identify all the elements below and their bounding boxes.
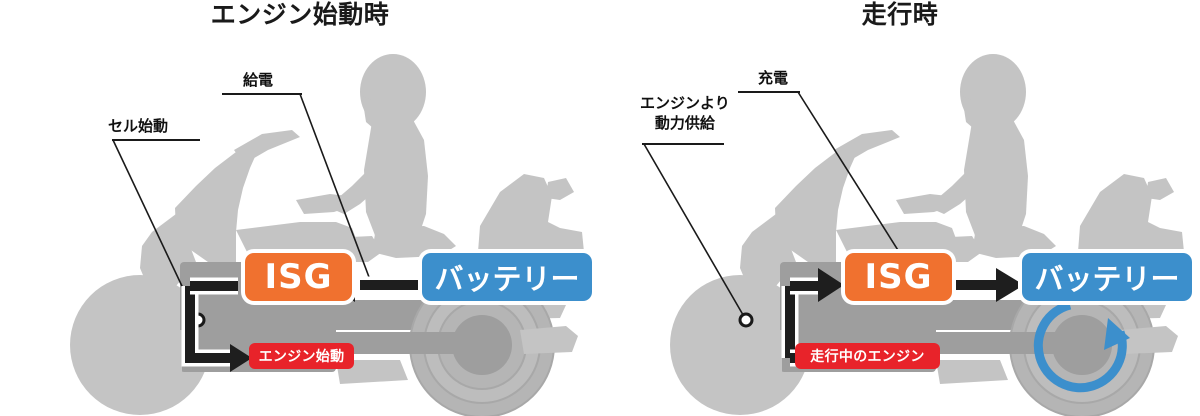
callout-power-supply: 給電 <box>243 71 274 89</box>
battery-label: バッテリー <box>1034 262 1180 296</box>
engine-status-badge-right: 走行中のエンジン <box>795 343 940 369</box>
panel-driving: 走行時 <box>600 0 1200 416</box>
isg-box-left[interactable]: ISG <box>245 253 352 301</box>
battery-box-left[interactable]: バッテリー <box>422 253 592 301</box>
engine-status-label: エンジン始動 <box>258 349 345 365</box>
battery-box-right[interactable]: バッテリー <box>1022 253 1192 301</box>
callout-engine-power-line1: エンジンより <box>640 94 730 112</box>
isg-label: ISG <box>864 257 933 297</box>
wheel-rotation-arrow <box>1033 300 1130 393</box>
isg-label: ISG <box>264 257 333 297</box>
leader-lines-right <box>642 91 921 321</box>
callout-engine-power-line2: 動力供給 <box>654 114 715 132</box>
flow-path-left <box>181 268 432 372</box>
callout-engine-power: エンジンより 動力供給 <box>640 93 730 133</box>
callout-cell-start: セル始動 <box>108 117 169 135</box>
battery-label: バッテリー <box>434 262 580 296</box>
panel-engine-start: エンジン始動時 <box>70 0 592 416</box>
leader-dot-engine-power <box>738 312 754 328</box>
engine-status-label: 走行中のエンジン <box>810 349 925 365</box>
panel-title-engine-start: エンジン始動時 <box>210 0 390 29</box>
engine-status-badge-left: エンジン始動 <box>249 343 354 369</box>
callout-charging: 充電 <box>758 69 789 87</box>
isg-box-right[interactable]: ISG <box>845 253 952 301</box>
panel-title-driving: 走行時 <box>861 0 939 29</box>
